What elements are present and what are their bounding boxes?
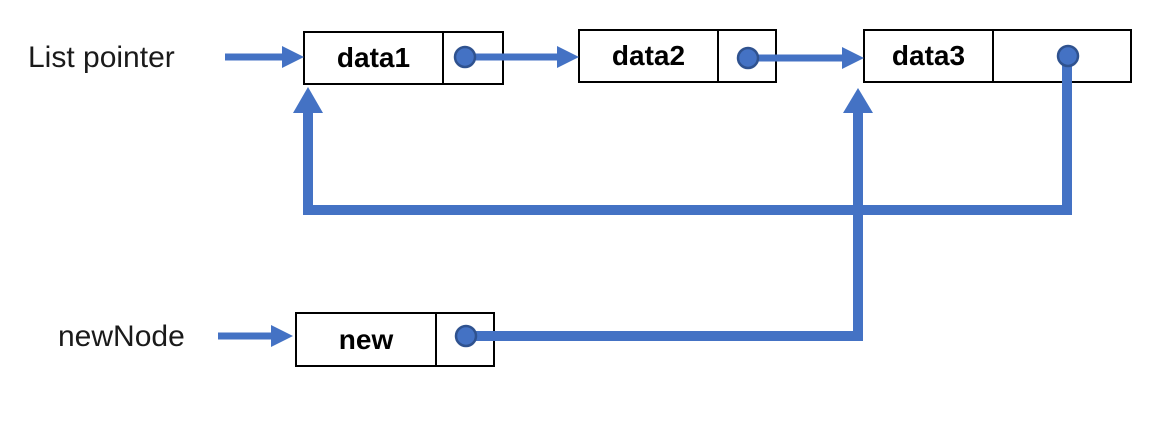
newnode-label: newNode bbox=[58, 320, 185, 353]
node-data2: data2 bbox=[578, 29, 777, 83]
node-data3: data3 bbox=[863, 29, 1132, 83]
edge-listpointer-to-data1-arrow bbox=[225, 46, 304, 68]
node-data1: data1 bbox=[303, 31, 504, 85]
node-data1-label: data1 bbox=[336, 42, 411, 73]
edge-newnode-to-new-arrow bbox=[218, 325, 293, 347]
node-new: new bbox=[295, 312, 495, 367]
node-data1-data-cell: data1 bbox=[305, 33, 442, 83]
node-data2-pointer-cell bbox=[717, 31, 775, 81]
node-data2-data-cell: data2 bbox=[580, 31, 717, 81]
node-data2-label: data2 bbox=[611, 40, 686, 71]
node-new-label: new bbox=[338, 323, 394, 355]
node-data3-pointer-cell bbox=[992, 31, 1130, 81]
list-pointer-label: List pointer bbox=[28, 41, 175, 74]
node-data3-data-cell: data3 bbox=[865, 31, 992, 81]
edge-new-to-data3-arrow bbox=[466, 88, 873, 341]
node-new-pointer-cell bbox=[435, 314, 493, 365]
node-new-data-cell: new bbox=[297, 314, 435, 365]
node-data1-pointer-cell bbox=[442, 33, 502, 83]
node-data3-label: data3 bbox=[891, 40, 966, 71]
